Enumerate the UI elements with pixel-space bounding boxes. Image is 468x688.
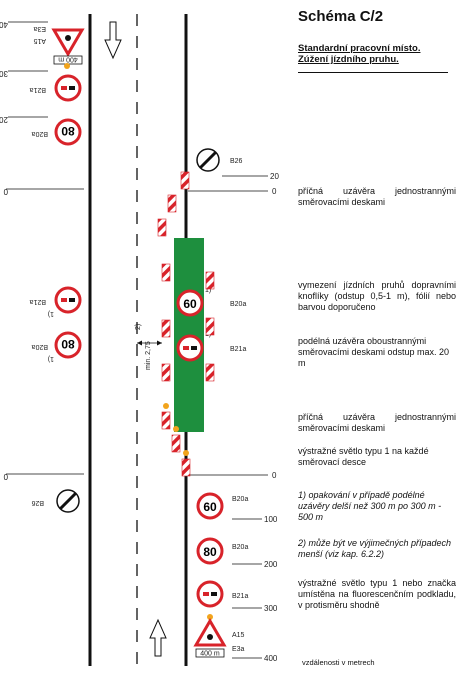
right-distance-label: 400 bbox=[264, 654, 278, 663]
footnote-mark: 1) bbox=[48, 310, 54, 317]
right-sign-code: E3a bbox=[232, 646, 245, 653]
lane-width-label: min. 2,75 bbox=[145, 341, 152, 370]
barrier-board bbox=[157, 218, 167, 237]
left-sign-b20a: 80 bbox=[54, 331, 82, 359]
right-sign-b20a: 60 bbox=[196, 492, 224, 520]
speed-limit-80-left: 80 bbox=[61, 124, 75, 138]
barrier-board bbox=[161, 411, 171, 430]
note-item: podélná uzávěra oboustrannými směrovacím… bbox=[298, 336, 450, 368]
scheme-subtitle-1: Standardní pracovní místo. bbox=[298, 43, 421, 54]
speed-limit-80: 80 bbox=[203, 545, 217, 559]
left-sign-code: B26 bbox=[31, 499, 44, 506]
barrier-board bbox=[180, 171, 190, 190]
barrier-board bbox=[181, 458, 191, 477]
left-sign-code: B21a bbox=[30, 298, 46, 305]
left-sign-b20a: 80 bbox=[54, 118, 82, 146]
right-distance-label: 20 bbox=[270, 172, 279, 181]
right-sign-b26 bbox=[196, 148, 220, 172]
warning-light bbox=[173, 426, 179, 432]
right-sign-code: B26 bbox=[230, 158, 243, 165]
note-item: vymezení jízdních pruhů dopravními knofl… bbox=[298, 280, 456, 312]
note-item: výstražné světlo typu 1 nebo značka umís… bbox=[298, 578, 456, 610]
right-sign-code: B21a bbox=[230, 346, 246, 353]
arrow-up-icon bbox=[149, 618, 167, 657]
warning-light bbox=[183, 450, 189, 456]
right-sign-code: B20a bbox=[232, 544, 248, 551]
right-distance-label: 100 bbox=[264, 515, 278, 524]
footnote-mark: 1) bbox=[48, 355, 54, 362]
barrier-board bbox=[167, 194, 177, 213]
barrier-board bbox=[161, 319, 171, 338]
barrier-boards bbox=[157, 171, 215, 477]
right-sign-b21a bbox=[176, 334, 204, 362]
left-sign-b21a bbox=[54, 74, 82, 102]
right-distance-label: 300 bbox=[264, 604, 278, 613]
left-sign-b21a bbox=[54, 286, 82, 314]
plate-400m-left: 400 m bbox=[58, 56, 78, 63]
barrier-board bbox=[205, 271, 215, 290]
left-sign-code: B20a bbox=[32, 343, 48, 350]
right-sign-a15: 400 m bbox=[193, 618, 227, 658]
note-item: výstražné světlo typu 1 na každé směrova… bbox=[298, 446, 429, 467]
footnote-mark: 1) bbox=[205, 287, 211, 294]
plate-400m-right: 400 m bbox=[200, 651, 220, 658]
left-distance-label: 200 bbox=[0, 115, 8, 124]
right-sign-code: A15 bbox=[232, 632, 245, 639]
left-sign-code: B20a bbox=[32, 130, 48, 137]
barrier-board bbox=[171, 434, 181, 453]
left-sign-b26 bbox=[56, 489, 80, 513]
scheme-subtitle-2: Zúžení jízdního pruhu. bbox=[298, 54, 399, 65]
right-sign-b20a: 80 bbox=[196, 537, 224, 565]
title-divider bbox=[298, 72, 448, 73]
left-sign-a15: 400 m bbox=[51, 28, 85, 65]
right-sign-code: B20a bbox=[232, 496, 248, 503]
warning-light bbox=[64, 63, 70, 69]
note-item: 2) může být ve výjimečných případech men… bbox=[298, 538, 452, 559]
arrow-down-icon bbox=[104, 21, 122, 60]
barrier-board bbox=[161, 363, 171, 382]
left-distance-label: 0 bbox=[3, 187, 8, 196]
right-sign-code: B21a bbox=[232, 593, 248, 600]
barrier-board bbox=[205, 317, 215, 336]
speed-limit-80-left: 80 bbox=[61, 337, 75, 351]
left-distance-label: 0 bbox=[3, 472, 8, 481]
right-sign-b21a bbox=[196, 580, 224, 608]
right-distance-label: 200 bbox=[264, 560, 278, 569]
note-item: 1) opakování v případě podélné uzávěry d… bbox=[298, 490, 442, 522]
barrier-board bbox=[161, 263, 171, 282]
left-distance-label: 400 bbox=[0, 20, 8, 29]
scheme-title: Schéma C/2 bbox=[298, 8, 384, 25]
lane-width-dimension bbox=[137, 340, 162, 346]
legend-panel: Schéma C/2 Standardní pracovní místo. Zú… bbox=[286, 8, 460, 65]
units-note: vzdálenosti v metrech bbox=[302, 658, 375, 667]
left-sign-code: B21a bbox=[30, 86, 46, 93]
note-item: příčná uzávěra jednostrannými směrovacím… bbox=[298, 186, 456, 207]
note-item: příčná uzávěra jednostrannými směrovacím… bbox=[298, 412, 456, 433]
warning-light bbox=[207, 614, 213, 620]
right-sign-b20a: 60 bbox=[176, 289, 204, 317]
left-sign-code: A15 bbox=[33, 37, 46, 44]
right-distance-label: 0 bbox=[272, 187, 277, 196]
speed-limit-60: 60 bbox=[203, 500, 217, 514]
right-sign-code: B20a bbox=[230, 301, 246, 308]
footnote-mark: 2) bbox=[135, 324, 142, 330]
barrier-board bbox=[205, 363, 215, 382]
road-diagram: 20 0 0 100 200 300 400 400 300 200 0 0 4… bbox=[0, 14, 279, 666]
warning-light bbox=[163, 403, 169, 409]
right-distance-label: 0 bbox=[272, 471, 277, 480]
left-distance-label: 300 bbox=[0, 69, 8, 78]
speed-limit-60: 60 bbox=[183, 297, 197, 311]
left-sign-code: E3a bbox=[33, 25, 46, 32]
